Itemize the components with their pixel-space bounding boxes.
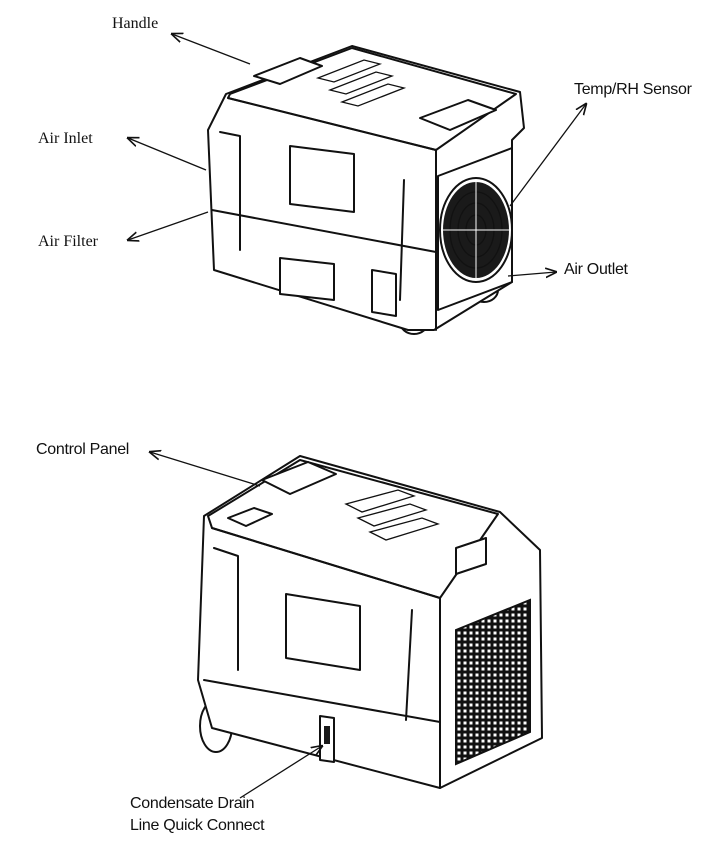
- unit-rear-view: [197, 455, 543, 789]
- arrow-control-panel: [150, 452, 261, 487]
- rear-window: [285, 593, 361, 671]
- unit-front-view: [207, 45, 525, 335]
- front-handle-left: [253, 57, 323, 85]
- label-air-inlet: Air Inlet: [38, 130, 93, 147]
- rear-top-port: [455, 537, 487, 575]
- front-top-slots: [315, 59, 407, 107]
- rear-handle: [261, 461, 337, 495]
- front-lower-vent-right: [371, 269, 397, 317]
- air-outlet-fan: [437, 147, 513, 311]
- label-air-outlet: Air Outlet: [564, 261, 628, 278]
- front-lower-vent-left: [279, 257, 335, 301]
- arrow-air-inlet: [128, 138, 207, 171]
- leader-lines: [128, 34, 586, 799]
- label-condensate-drain-line2: Line Quick Connect: [130, 817, 265, 834]
- label-handle: Handle: [112, 15, 159, 32]
- rear-top-slots: [344, 489, 441, 541]
- arrow-air-filter: [128, 211, 209, 240]
- front-window: [289, 145, 355, 213]
- label-control-panel: Control Panel: [36, 441, 130, 458]
- arrow-handle: [172, 34, 251, 65]
- label-condensate-drain: Condensate Drain Line Quick Connect: [130, 793, 265, 837]
- label-air-filter: Air Filter: [38, 233, 98, 250]
- front-handle-right: [419, 99, 497, 131]
- arrow-temp-rh-sensor: [509, 104, 586, 207]
- arrow-air-outlet: [507, 272, 556, 276]
- label-temp-rh-sensor: Temp/RH Sensor: [574, 81, 692, 98]
- rear-side-grille: [455, 598, 531, 766]
- label-condensate-drain-line1: Condensate Drain: [130, 795, 255, 812]
- arrow-condensate-drain: [239, 746, 322, 799]
